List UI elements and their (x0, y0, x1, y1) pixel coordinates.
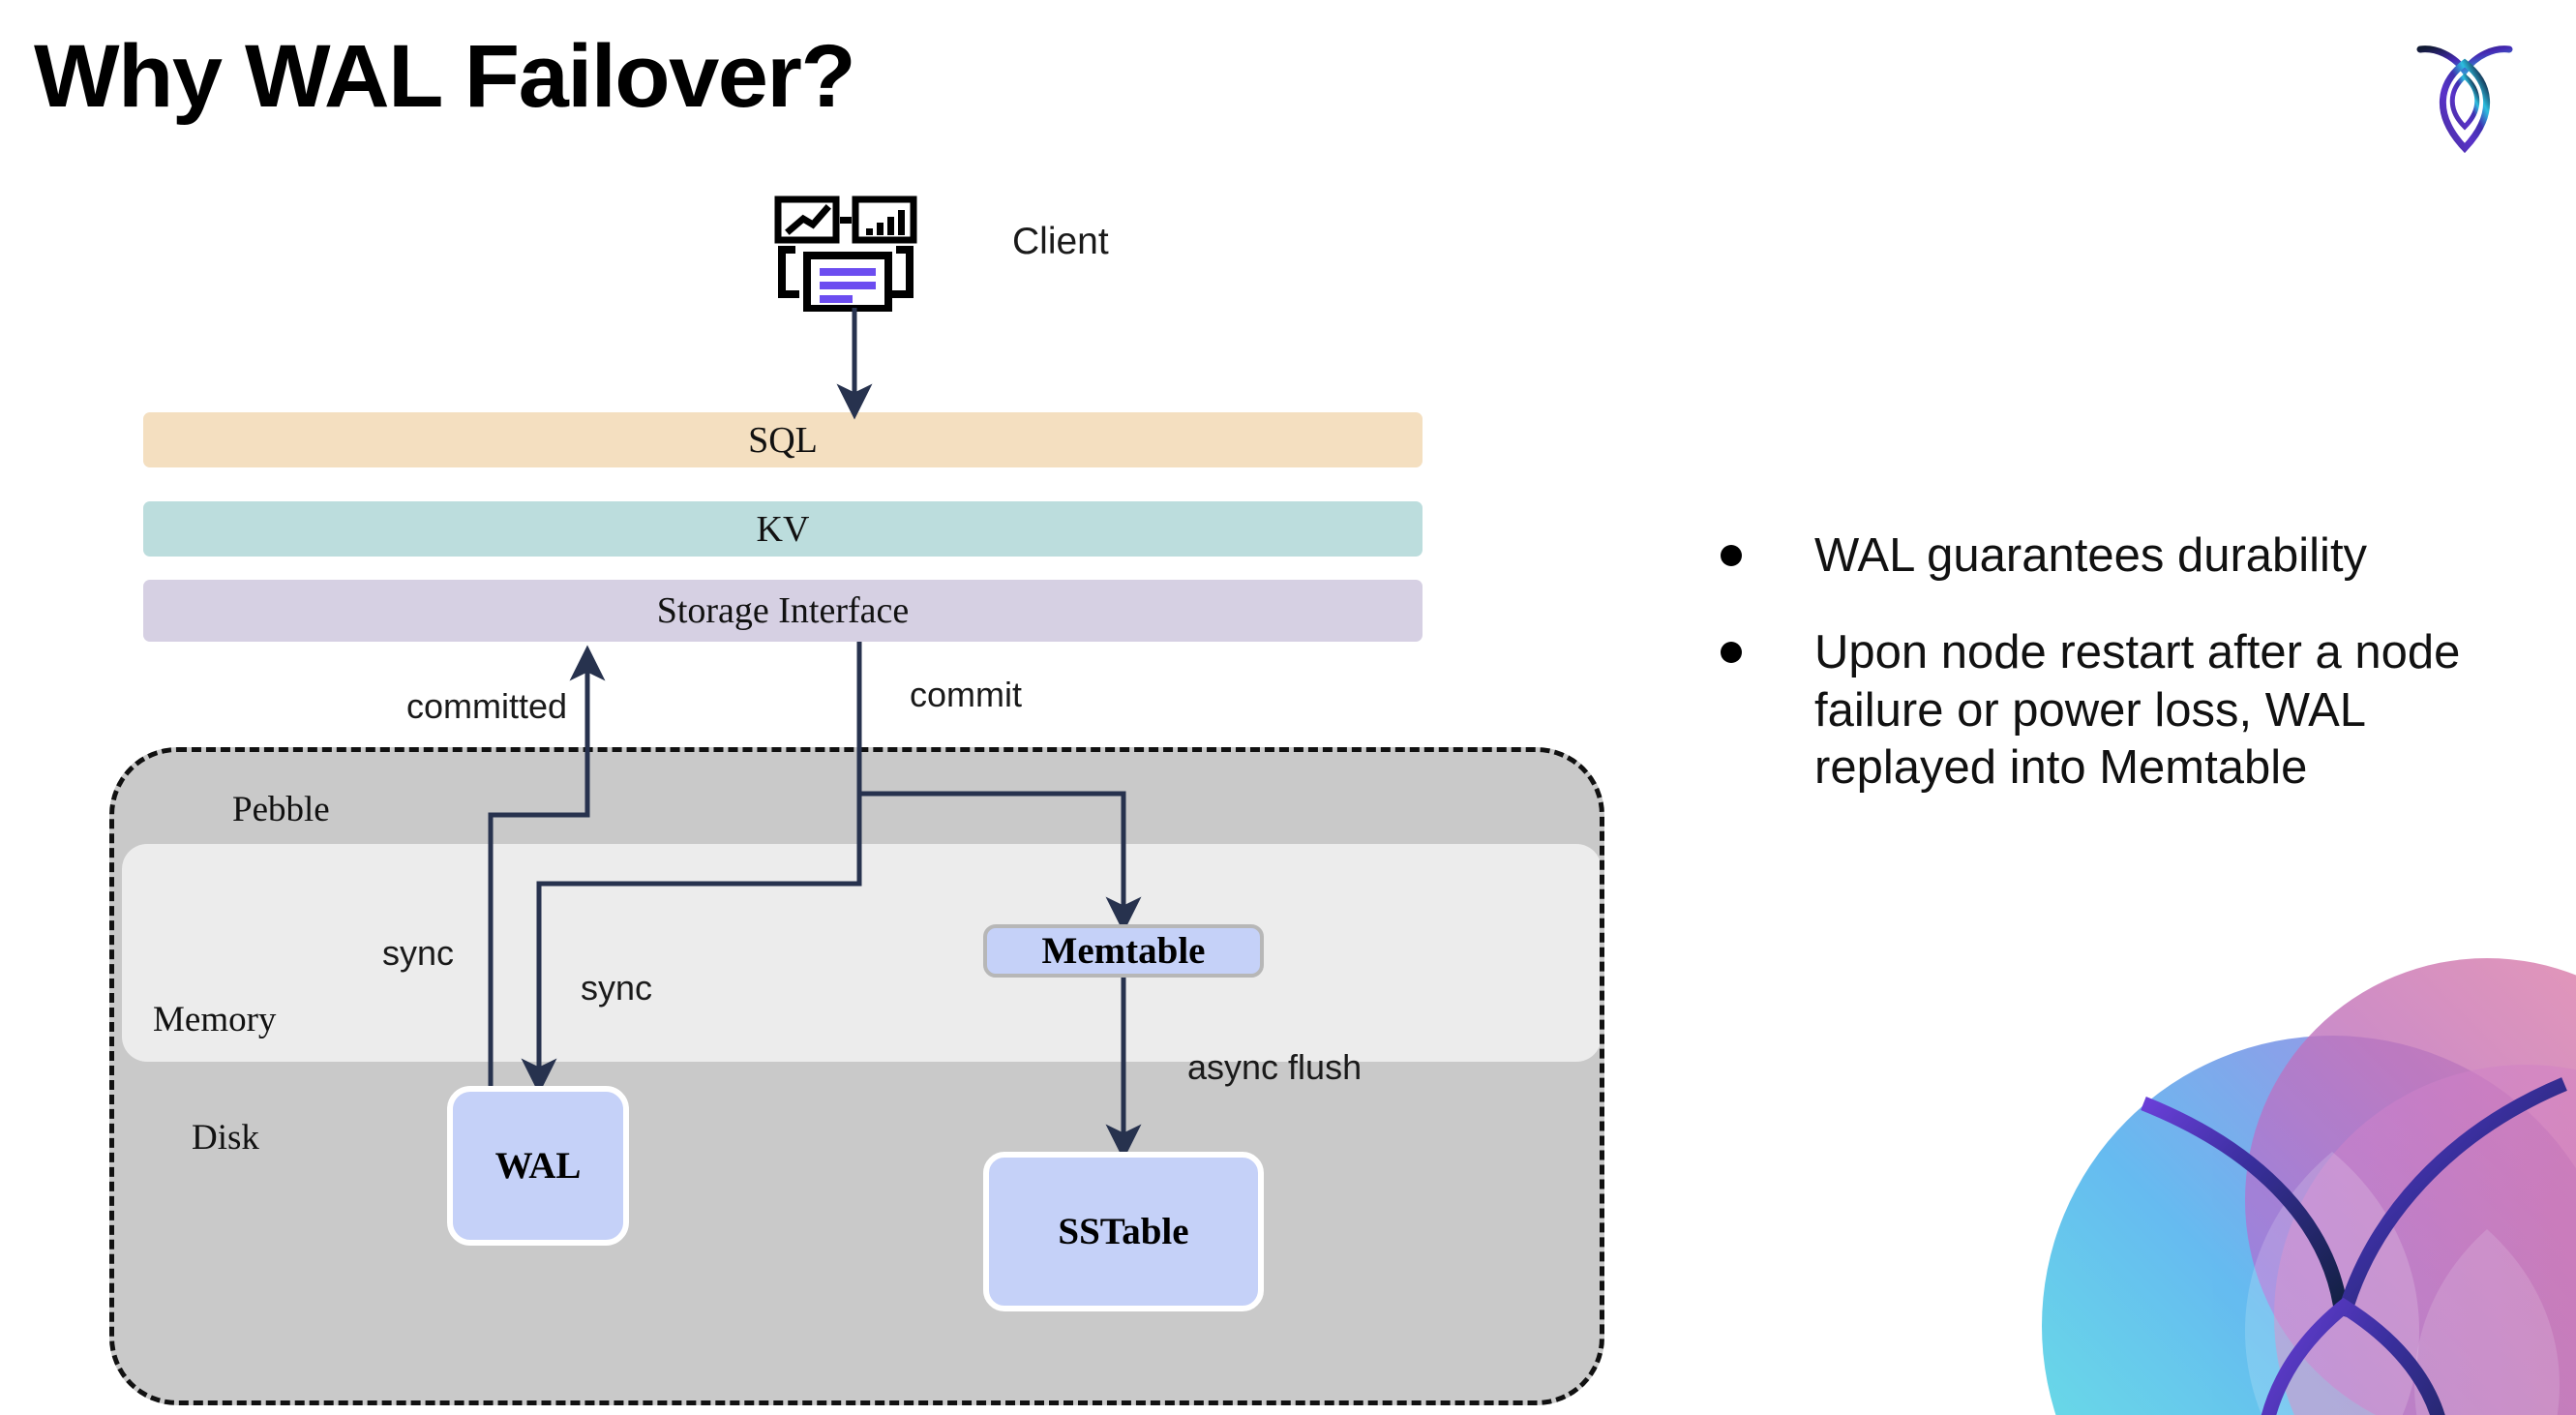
layer-label-sql: SQL (748, 419, 818, 461)
list-item: WAL guarantees durability (1713, 527, 2516, 586)
disk-label: Disk (192, 1118, 259, 1158)
client-label: Client (1012, 221, 1109, 262)
layer-bar-storage: Storage Interface (143, 580, 1423, 642)
pebble-container: Pebble Memory Disk (109, 747, 1604, 1405)
bullet-text: Upon node restart after a node failure o… (1814, 625, 2461, 795)
node-sstable: SSTable (983, 1152, 1264, 1311)
layer-label-kv: KV (756, 508, 810, 550)
node-label-wal: WAL (494, 1145, 582, 1187)
cockroachdb-logo (2407, 34, 2523, 155)
layer-bar-sql: SQL (143, 412, 1423, 467)
client-dashboard-icon (774, 196, 929, 313)
node-memtable: Memtable (983, 924, 1264, 978)
edge-label-sync-2: sync (581, 968, 653, 1008)
edge-label-async-flush: async flush (1187, 1047, 1363, 1087)
edge-label-commit: commit (910, 675, 1022, 714)
page-title: Why WAL Failover? (34, 27, 856, 126)
edge-label-sync-1: sync (382, 933, 455, 973)
pebble-label: Pebble (232, 790, 330, 829)
layer-label-storage: Storage Interface (656, 590, 910, 631)
node-label-memtable: Memtable (1041, 930, 1206, 972)
memory-label: Memory (153, 1000, 277, 1039)
layer-bar-kv: KV (143, 501, 1423, 557)
edge-label-committed: committed (406, 686, 568, 726)
bullet-dot-icon (1721, 545, 1742, 566)
bullet-list: WAL guarantees durability Upon node rest… (1713, 527, 2516, 836)
memory-zone (122, 844, 1600, 1062)
bullet-dot-icon (1721, 641, 1742, 663)
list-item: Upon node restart after a node failure o… (1713, 624, 2516, 798)
node-wal: WAL (447, 1086, 629, 1246)
architecture-diagram: Client SQL KV Storage Interface Pebble M… (109, 196, 1604, 1405)
bullet-text: WAL guarantees durability (1814, 529, 2368, 582)
decorative-gradient-art (1945, 910, 2576, 1415)
node-label-sstable: SSTable (1058, 1211, 1189, 1252)
